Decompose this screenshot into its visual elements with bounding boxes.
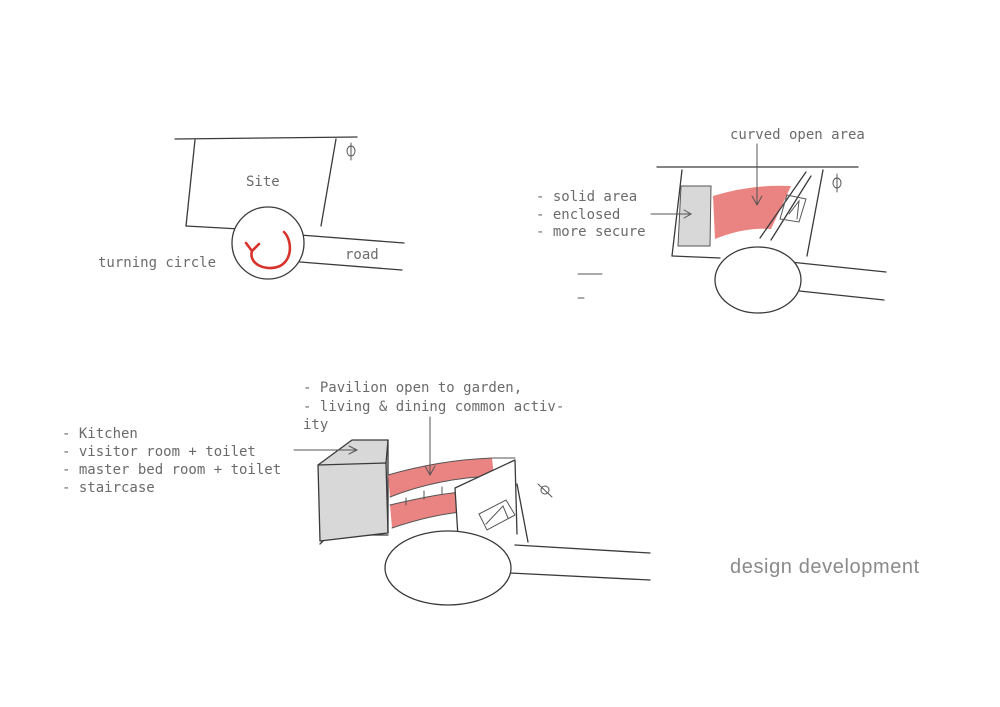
- solid-area-block: [678, 186, 711, 246]
- block-note-visitor-room: - visitor room + toilet: [62, 444, 256, 460]
- sketch-massing: - Pavilion open to garden, - living & di…: [62, 380, 651, 606]
- pavilion-note-3: ity: [303, 417, 328, 433]
- road3-edge-top: [514, 544, 651, 554]
- entrance-box-icon: [779, 194, 807, 223]
- north-arrow-icon: [537, 483, 553, 498]
- pavilion-note-1: - Pavilion open to garden,: [303, 380, 522, 396]
- turning-arrow-head-icon: [244, 241, 261, 253]
- diagonal-wall-1: [759, 171, 807, 239]
- entrance-box-icon: [478, 499, 516, 531]
- site-boundary-bottom: [185, 225, 241, 230]
- turning-circle-2: [714, 246, 802, 314]
- site-label: Site: [246, 174, 280, 190]
- site2-bottom-edge: [671, 255, 721, 259]
- turning-arrow-icon: [250, 230, 292, 270]
- note-more-secure: - more secure: [536, 224, 646, 240]
- site2-right-edge: [806, 169, 824, 257]
- pavilion-wall: [454, 459, 518, 538]
- site-boundary-right: [320, 138, 337, 227]
- north-arrow-icon: [346, 142, 356, 161]
- turning-circle-label: turning circle: [98, 255, 216, 271]
- service-block: [318, 440, 388, 541]
- turning-circle-3: [384, 530, 512, 606]
- road-edge-top: [299, 234, 405, 244]
- pavilion-upper-slab: [388, 458, 494, 497]
- note-solid-area: - solid area: [536, 189, 637, 205]
- block-note-master-bedroom: - master bed room + toilet: [62, 462, 281, 478]
- pavilion-note-2: - living & dining common activ-: [303, 399, 564, 415]
- road3-edge-bottom: [509, 572, 651, 581]
- road-label: road: [345, 247, 379, 263]
- road2-edge-bottom: [789, 289, 885, 301]
- sheet-caption: design development: [730, 556, 920, 578]
- site-boundary-top: [174, 136, 358, 140]
- note-enclosed: - enclosed: [536, 207, 620, 223]
- curved-open-area-shape: [713, 185, 791, 239]
- block-note-staircase: - staircase: [62, 480, 155, 496]
- sketch-site-plan: Site road turning circle: [98, 136, 405, 280]
- diagonal-wall-2: [770, 175, 812, 241]
- north-arrow-icon: [832, 173, 842, 193]
- base-right-edge: [516, 483, 529, 543]
- curved-open-area-label: curved open area: [730, 127, 865, 143]
- site2-left-edge: [671, 169, 683, 257]
- site-boundary-left: [185, 139, 196, 227]
- road2-edge-top: [789, 261, 887, 273]
- block-note-kitchen: - Kitchen: [62, 426, 138, 442]
- sketch-curved-area: curved open area - solid area - enclosed…: [536, 127, 887, 314]
- road-edge-bottom: [299, 261, 403, 271]
